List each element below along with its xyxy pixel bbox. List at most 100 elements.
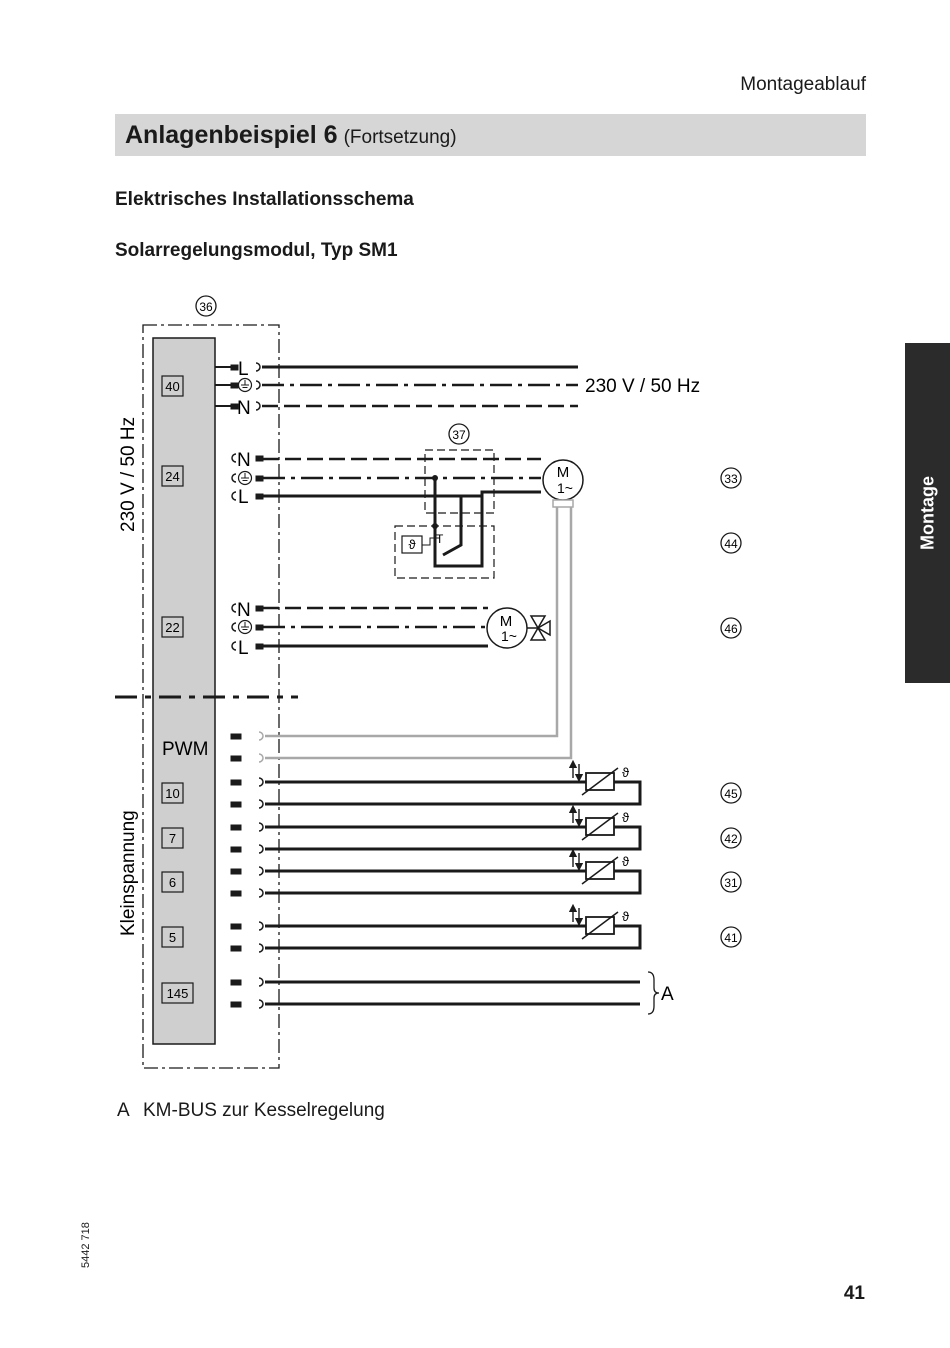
pump-motor-icon: M 1~ (542, 459, 584, 501)
wire-sensor-10 (265, 780, 642, 806)
svg-text:42: 42 (724, 832, 738, 846)
svg-text:37: 37 (452, 428, 466, 442)
earth-icon (237, 619, 253, 635)
svg-text:6: 6 (169, 875, 176, 890)
svg-text:36: 36 (199, 300, 213, 314)
sensor-10-icon: ϑ (568, 759, 630, 796)
sensor-10-ref-callout: 45 (720, 782, 742, 804)
conductor-N-valve: N (237, 600, 251, 621)
wire-sensor-5 (265, 924, 642, 950)
supply-voltage-label: 230 V / 50 Hz (585, 376, 700, 397)
terminal-24-pins (231, 453, 264, 501)
valve-icon (527, 615, 551, 641)
svg-text:41: 41 (724, 931, 738, 945)
terminal-box-10: 10 (161, 782, 184, 804)
conductor-N-pump: N (237, 450, 251, 471)
svg-text:44: 44 (724, 537, 738, 551)
svg-text:40: 40 (165, 379, 179, 394)
conductor-L-top: L (238, 359, 249, 380)
thermostat-sensor-icon: ϑ (401, 535, 440, 554)
sensor-7-ref-callout: 42 (720, 827, 742, 849)
footnote-letter: A (117, 1100, 130, 1121)
svg-text:ϑ: ϑ (622, 810, 630, 825)
heading-module: Solarregelungsmodul, Typ SM1 (115, 240, 398, 261)
svg-text:ϑ: ϑ (622, 909, 630, 924)
bus-label: A (661, 984, 674, 1005)
terminal-box-22: 22 (161, 616, 184, 638)
valve-ref-callout: 46 (720, 617, 742, 639)
thermostat-junction (432, 523, 438, 529)
svg-text:M: M (500, 613, 513, 630)
terminal-40-pins (215, 362, 261, 411)
valve-motor-icon: M 1~ (486, 607, 528, 649)
wire-pwm-1 (265, 507, 559, 738)
svg-text:46: 46 (724, 622, 738, 636)
footnote: A KM-BUS zur Kesselregelung (117, 1100, 385, 1122)
bus-brace (647, 971, 660, 1015)
wire-pwm-2 (265, 507, 573, 760)
page-title: Anlagenbeispiel 6(Fortsetzung) (125, 121, 457, 150)
pwm-pins (230, 731, 264, 763)
page-title-suffix: (Fortsetzung) (343, 127, 457, 148)
title-bar: Anlagenbeispiel 6(Fortsetzung) (115, 114, 866, 156)
svg-text:ϑ: ϑ (622, 854, 630, 869)
conductor-L-valve: L (238, 638, 249, 659)
earth-icon (237, 470, 253, 486)
sensor-7-icon: ϑ (568, 804, 630, 841)
wire-sensor-7 (265, 825, 642, 851)
svg-text:5: 5 (169, 930, 176, 945)
terminal-22-pins (231, 603, 264, 651)
svg-text:ϑ: ϑ (622, 765, 630, 780)
svg-text:31: 31 (724, 876, 738, 890)
pump-pwm-terminal (552, 499, 574, 508)
thermostat-limiter-housing (394, 525, 495, 579)
page-title-text: Anlagenbeispiel 6 (125, 121, 338, 149)
wire-sensor-6 (265, 869, 642, 895)
thermostat-contact-label: T (436, 532, 444, 546)
module-ref-callout: 36 (195, 295, 217, 317)
svg-text:33: 33 (724, 472, 738, 486)
doc-number: 5442 718 (80, 1222, 92, 1268)
pwm-label: PWM (162, 739, 208, 760)
thermostat-ref-callout: 37 (448, 423, 470, 445)
thermostat-limiter-ref-callout: 44 (720, 532, 742, 554)
side-tab: Montage (905, 343, 950, 683)
terminal-box-7: 7 (161, 827, 184, 849)
svg-text:10: 10 (165, 786, 179, 801)
wire-pump-L-loop (480, 490, 541, 496)
terminal-box-5: 5 (161, 926, 184, 948)
conductor-N-top: N (237, 398, 251, 419)
svg-text:22: 22 (165, 620, 179, 635)
page-number: 41 (843, 1283, 865, 1304)
svg-text:1~: 1~ (557, 480, 573, 496)
svg-text:ϑ: ϑ (408, 537, 416, 552)
heading-schema: Elektrisches Installationsschema (115, 189, 414, 210)
svg-text:M: M (557, 464, 570, 481)
mains-zone-label: 230 V / 50 Hz (118, 417, 139, 532)
sensor-6-icon: ϑ (568, 848, 630, 885)
thermostat-wire (433, 478, 484, 568)
pump-ref-callout: 33 (720, 467, 742, 489)
svg-text:24: 24 (165, 469, 179, 484)
svg-text:45: 45 (724, 787, 738, 801)
footnote-text: KM-BUS zur Kesselregelung (143, 1100, 385, 1121)
terminal-box-24: 24 (161, 465, 184, 487)
terminal-box-145: 145 (161, 982, 194, 1004)
sensor-5-icon: ϑ (568, 903, 630, 940)
svg-text:1~: 1~ (501, 628, 517, 644)
terminal-box-40: 40 (161, 375, 184, 397)
section-label: Montageablauf (740, 74, 866, 95)
thermostat-junction (432, 475, 438, 481)
svg-text:7: 7 (169, 831, 176, 846)
low-voltage-zone-label: Kleinspannung (118, 810, 139, 936)
module-body (152, 337, 216, 1045)
earth-icon (237, 377, 253, 393)
sensor-pins (230, 777, 264, 1009)
conductor-L-pump: L (238, 487, 249, 508)
sensor-5-ref-callout: 41 (720, 926, 742, 948)
sensor-6-ref-callout: 31 (720, 871, 742, 893)
svg-text:145: 145 (167, 986, 189, 1001)
terminal-box-6: 6 (161, 871, 184, 893)
thermostat-housing (424, 449, 495, 514)
